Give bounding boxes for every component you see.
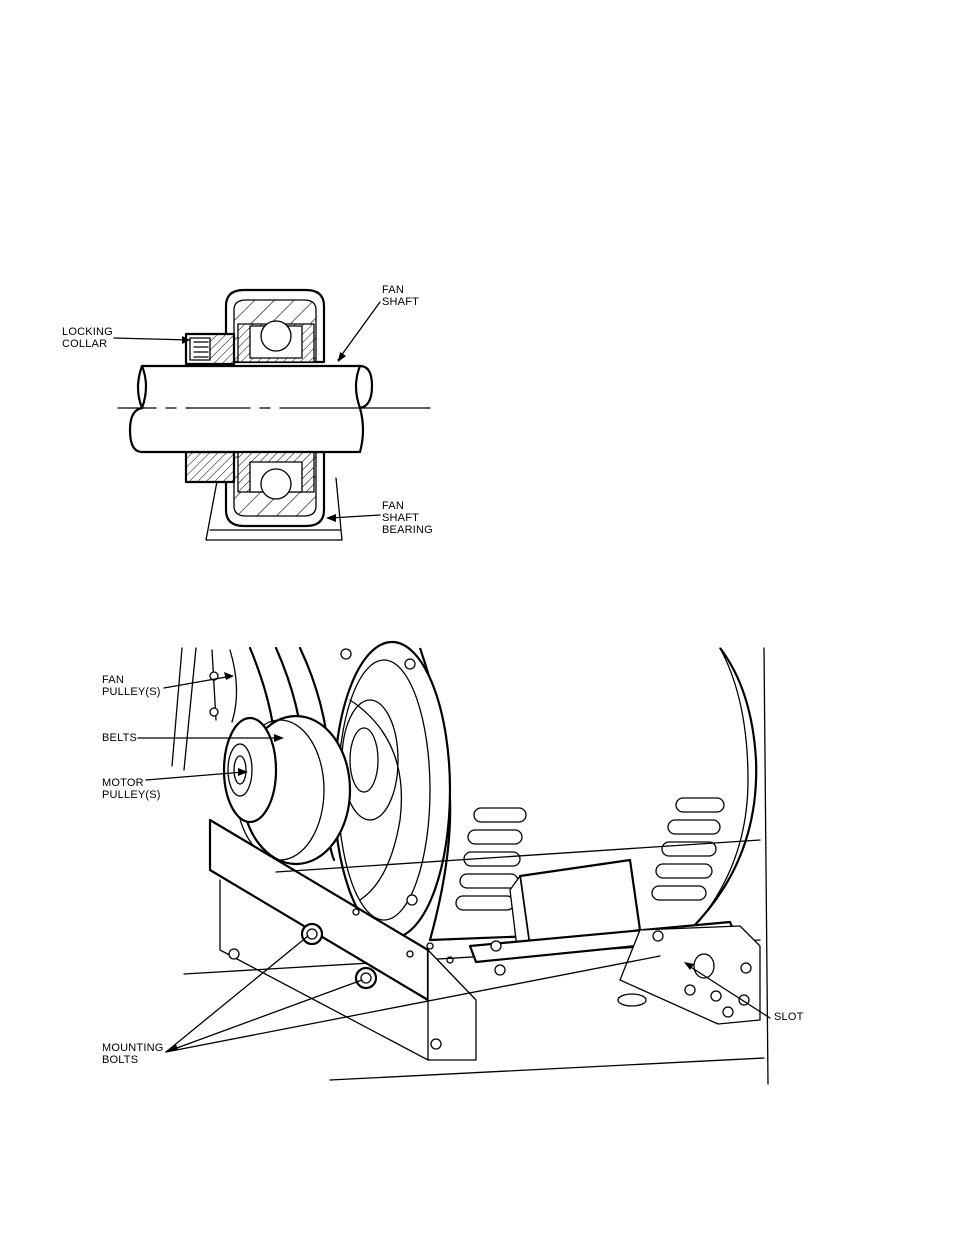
fan-shaft-bearing-label: FAN SHAFT BEARING [382, 500, 433, 536]
locking-collar-leader [114, 338, 190, 340]
ball-bearing-upper [261, 321, 291, 351]
mounting-bolts-label: MOUNTING BOLTS [102, 1042, 163, 1066]
belts-label: BELTS [102, 732, 137, 744]
locking-collar-lower [186, 452, 234, 482]
fan-shaft-bearing-leader [330, 515, 380, 518]
fan-shaft-leader [338, 302, 380, 360]
locking-collar-label: LOCKING COLLAR [62, 326, 113, 350]
fan-pulleys-label: FAN PULLEY(S) [102, 674, 161, 698]
bearing-housing-lower [226, 452, 324, 526]
fan-shaft [118, 366, 430, 452]
motor-pulleys-label: MOTOR PULLEY(S) [102, 777, 161, 801]
bearing-housing-upper [226, 290, 324, 362]
motor-pulley-diagram [138, 642, 770, 1084]
fan-pulleys-leader [164, 676, 232, 688]
slot-label: SLOT [774, 1011, 804, 1023]
locking-collar-upper [186, 334, 234, 364]
ball-bearing-lower [261, 469, 291, 499]
fan-shaft-label: FAN SHAFT [382, 284, 419, 308]
mounting-bolts-leader-2 [166, 980, 362, 1052]
